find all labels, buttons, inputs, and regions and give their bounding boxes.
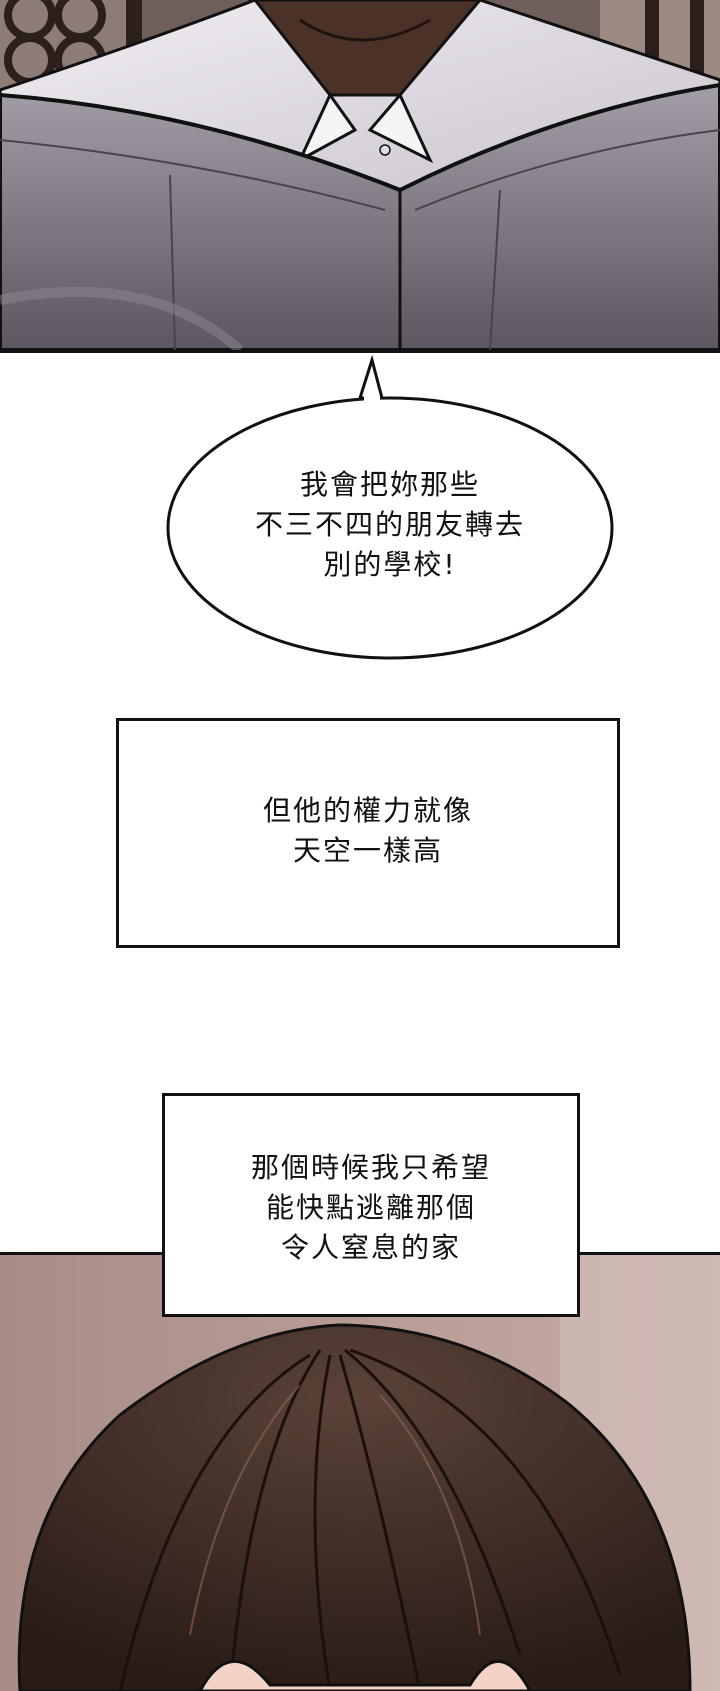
top-panel-newspaper-reader bbox=[0, 0, 720, 353]
speech-bubble-text: 我會把妳那些 不三不四的朋友轉去 別的學校! bbox=[170, 465, 610, 585]
narration-1-line-1: 但他的權力就像 bbox=[262, 794, 473, 827]
narration-2-line-1: 那個時候我只希望 bbox=[250, 1151, 491, 1184]
girl-hair-illustration bbox=[0, 1255, 720, 1691]
speech-line-3: 別的學校! bbox=[323, 548, 457, 581]
narration-2-line-3: 令人窒息的家 bbox=[280, 1231, 461, 1264]
narration-1-line-2: 天空一樣高 bbox=[292, 834, 443, 867]
speech-line-2: 不三不四的朋友轉去 bbox=[254, 508, 525, 541]
narration-2-line-2: 能快點逃離那個 bbox=[265, 1191, 476, 1224]
narration-box-1: 但他的權力就像 天空一樣高 bbox=[116, 718, 620, 948]
speech-line-1: 我會把妳那些 bbox=[299, 468, 480, 501]
narration-box-2: 那個時候我只希望 能快點逃離那個 令人窒息的家 bbox=[162, 1093, 580, 1317]
narration-text-2: 那個時候我只希望 能快點逃離那個 令人窒息的家 bbox=[165, 1148, 577, 1268]
newspaper-reader-illustration bbox=[0, 0, 720, 350]
narration-text-1: 但他的權力就像 天空一樣高 bbox=[119, 791, 617, 871]
bottom-panel-girl-portrait bbox=[0, 1252, 720, 1691]
speech-bubble bbox=[166, 355, 614, 660]
